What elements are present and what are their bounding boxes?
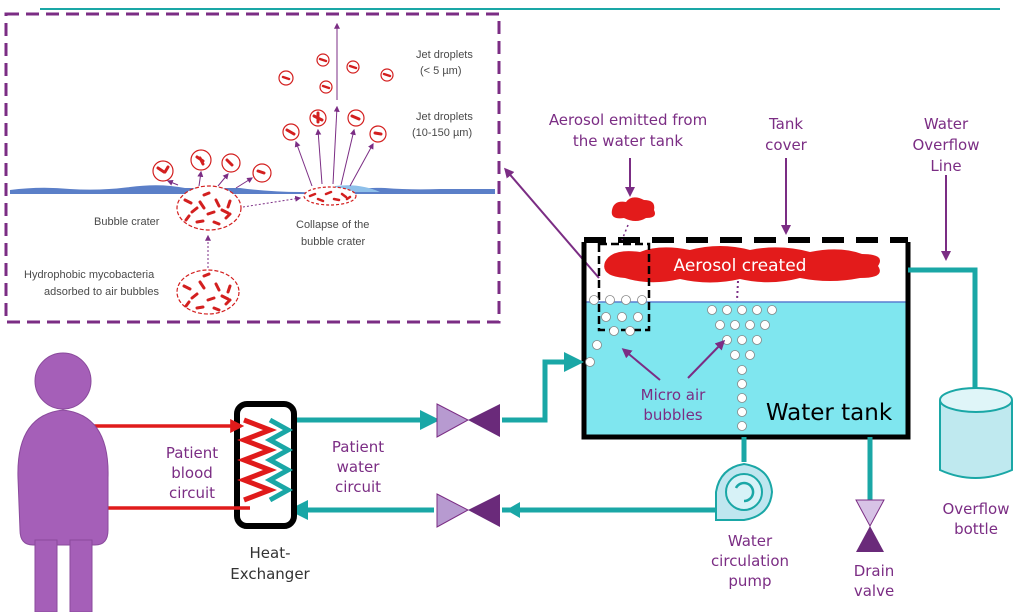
label-micro-bubbles-1: Micro air [641, 386, 706, 404]
jet-droplets-large [282, 109, 387, 143]
water-pipes [288, 267, 978, 520]
inset-jet-large-1: Jet droplets [416, 111, 473, 123]
label-heat-exchanger-2: Exchanger [230, 565, 310, 583]
aerosol-created-label: Aerosol created [674, 256, 807, 276]
label-tank-cover-2: cover [765, 136, 808, 154]
inset-collapse-2: bubble crater [301, 236, 366, 248]
inset-hydrophobic-2: adsorbed to air bubbles [44, 286, 159, 298]
aerosol-cloud [604, 246, 880, 283]
label-aerosol-emitted-2: the water tank [573, 132, 683, 150]
label-heat-exchanger-1: Heat- [250, 544, 291, 562]
label-patient-blood-3: circuit [169, 484, 215, 502]
label-overflow-line-3: Line [930, 157, 961, 175]
crater-droplets [152, 149, 272, 183]
label-overflow-line-2: Overflow [913, 136, 980, 154]
bubbles-arrow-left [621, 348, 661, 381]
label-overflow-line-1: Water [924, 115, 969, 133]
inset-jet-small-1: Jet droplets [416, 49, 473, 61]
label-aerosol-emitted-1: Aerosol emitted from [549, 111, 707, 129]
patient-figure [17, 352, 109, 612]
return-valve [436, 493, 500, 528]
micro-air-bubbles [585, 295, 777, 431]
inset-jet-small-2: (< 5 µm) [420, 65, 461, 77]
label-drain-2: valve [854, 582, 894, 600]
label-micro-bubbles-2: bubbles [643, 406, 702, 424]
circulation-pump [715, 462, 774, 521]
label-tank-cover-1: Tank [768, 115, 803, 133]
emitted-aerosol-cloud [611, 197, 655, 221]
heat-exchanger [234, 401, 297, 529]
label-patient-blood-1: Patient [166, 444, 218, 462]
label-patient-water-1: Patient [332, 438, 384, 456]
hydrophobic-blob [176, 269, 240, 315]
collapse-crater [303, 186, 357, 206]
label-pump-1: Water [728, 532, 773, 550]
label-patient-water-3: circuit [335, 478, 381, 496]
supply-valve [436, 403, 500, 438]
inset-hydrophobic-1: Hydrophobic mycobacteria [24, 269, 155, 281]
bubbles-arrow-right [687, 339, 726, 379]
inset-panel: Jet droplets (< 5 µm) Jet droplets (10-1… [4, 12, 501, 324]
inset-water-surface [10, 185, 495, 194]
label-overflow-bottle-2: bottle [954, 520, 998, 538]
label-water-tank: Water tank [766, 400, 893, 426]
label-pump-2: circulation [711, 552, 789, 570]
label-patient-water-2: water [337, 458, 381, 476]
overflow-bottle [939, 387, 1013, 479]
jet-droplets-small [278, 53, 394, 94]
zoom-box [597, 242, 651, 332]
inset-bubble-crater: Bubble crater [94, 216, 160, 228]
label-patient-blood-2: blood [171, 464, 213, 482]
label-overflow-bottle-1: Overflow [943, 500, 1010, 518]
label-pump-3: pump [728, 572, 771, 590]
inset-jet-large-2: (10-150 µm) [412, 127, 472, 139]
drain-valve [855, 499, 885, 552]
inset-collapse-1: Collapse of the [296, 219, 369, 231]
label-drain-1: Drain [854, 562, 895, 580]
